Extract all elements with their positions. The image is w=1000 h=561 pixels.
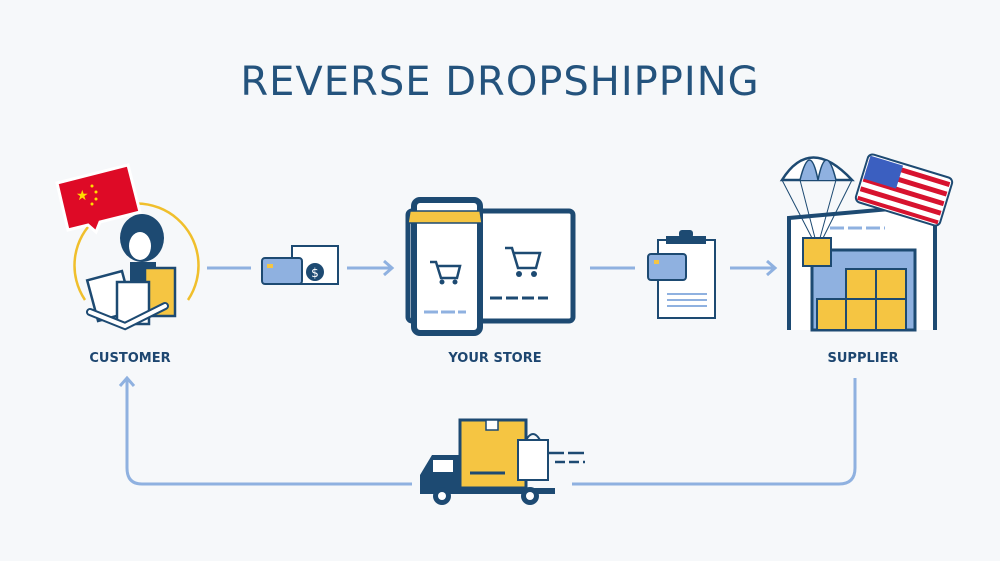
china-flag-icon: ★ xyxy=(55,163,142,235)
customer-label: CUSTOMER xyxy=(89,351,170,366)
delivery-truck-icon xyxy=(420,418,585,505)
diagram-title: REVERSE DROPSHIPPING xyxy=(240,59,759,105)
order-clipboard-icon xyxy=(647,230,716,319)
svg-text:★: ★ xyxy=(76,188,89,204)
usa-flag-icon xyxy=(854,153,954,227)
svg-text:$: $ xyxy=(311,266,319,280)
payment-card-cash-icon: $ xyxy=(261,245,339,285)
parachute-icon xyxy=(779,156,855,267)
online-store-icon xyxy=(405,197,576,336)
store-label: YOUR STORE xyxy=(447,351,541,366)
customer-with-bags-icon xyxy=(73,202,200,331)
flow-arrow xyxy=(118,259,857,486)
supplier-label: SUPPLIER xyxy=(828,351,899,366)
